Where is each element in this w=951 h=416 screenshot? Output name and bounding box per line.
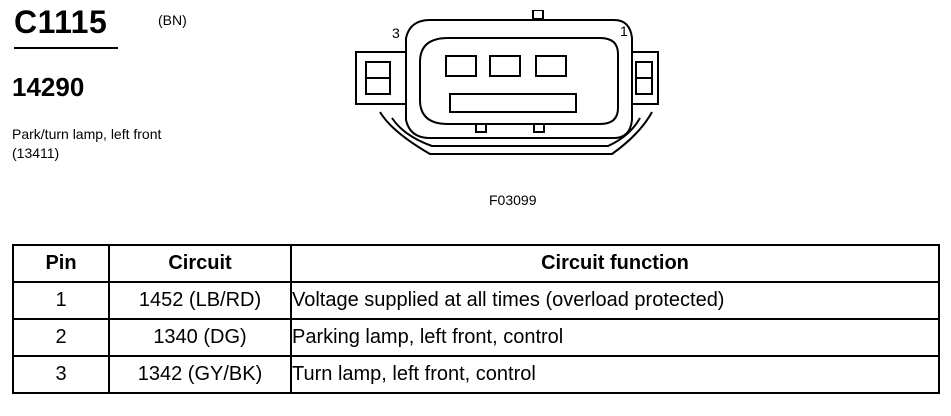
row-pin: 1 — [12, 281, 110, 320]
connector-skirt — [379, 111, 653, 155]
row-circuit-function: Voltage supplied at all times (overload … — [290, 281, 940, 320]
connector-face-diagram: 3 1 — [355, 10, 659, 155]
row-circuit-function: Parking lamp, left front, control — [290, 318, 940, 357]
right-latch — [631, 51, 659, 105]
table-row: 1 1452 (LB/RD) Voltage supplied at all t… — [12, 281, 940, 320]
row-circuit: 1342 (GY/BK) — [108, 355, 292, 394]
connector-inner-body — [419, 37, 619, 125]
pin-3-label: 3 — [392, 25, 400, 41]
connector-outer-housing — [405, 19, 633, 139]
row-pin: 2 — [12, 318, 110, 357]
table-header-row: Pin Circuit Circuit function — [12, 244, 940, 283]
pinout-table: Pin Circuit Circuit function 1 1452 (LB/… — [12, 244, 940, 394]
row-circuit: 1340 (DG) — [108, 318, 292, 357]
connector-id: C1115 — [14, 4, 108, 40]
row-pin: 3 — [12, 355, 110, 394]
top-latch-nub — [532, 10, 544, 20]
connector-color-code: (BN) — [158, 12, 187, 28]
header-pin: Pin — [12, 244, 110, 283]
terminal-cavity-1 — [535, 55, 567, 77]
terminal-cavity-2 — [489, 55, 521, 77]
terminal-bar-slot — [449, 93, 577, 113]
figure-id: F03099 — [489, 192, 537, 208]
part-number: 14290 — [12, 72, 85, 102]
table-row: 3 1342 (GY/BK) Turn lamp, left front, co… — [12, 355, 940, 394]
connector-description: Park/turn lamp, left front (13411) — [12, 126, 162, 161]
row-circuit-function: Turn lamp, left front, control — [290, 355, 940, 394]
terminal-cavity-3 — [445, 55, 477, 77]
header-circuit-function: Circuit function — [290, 244, 940, 283]
header-circuit: Circuit — [108, 244, 292, 283]
table-row: 2 1340 (DG) Parking lamp, left front, co… — [12, 318, 940, 357]
pin-1-label: 1 — [620, 23, 628, 39]
connector-id-underline — [14, 47, 118, 49]
row-circuit: 1452 (LB/RD) — [108, 281, 292, 320]
left-latch — [355, 51, 407, 105]
